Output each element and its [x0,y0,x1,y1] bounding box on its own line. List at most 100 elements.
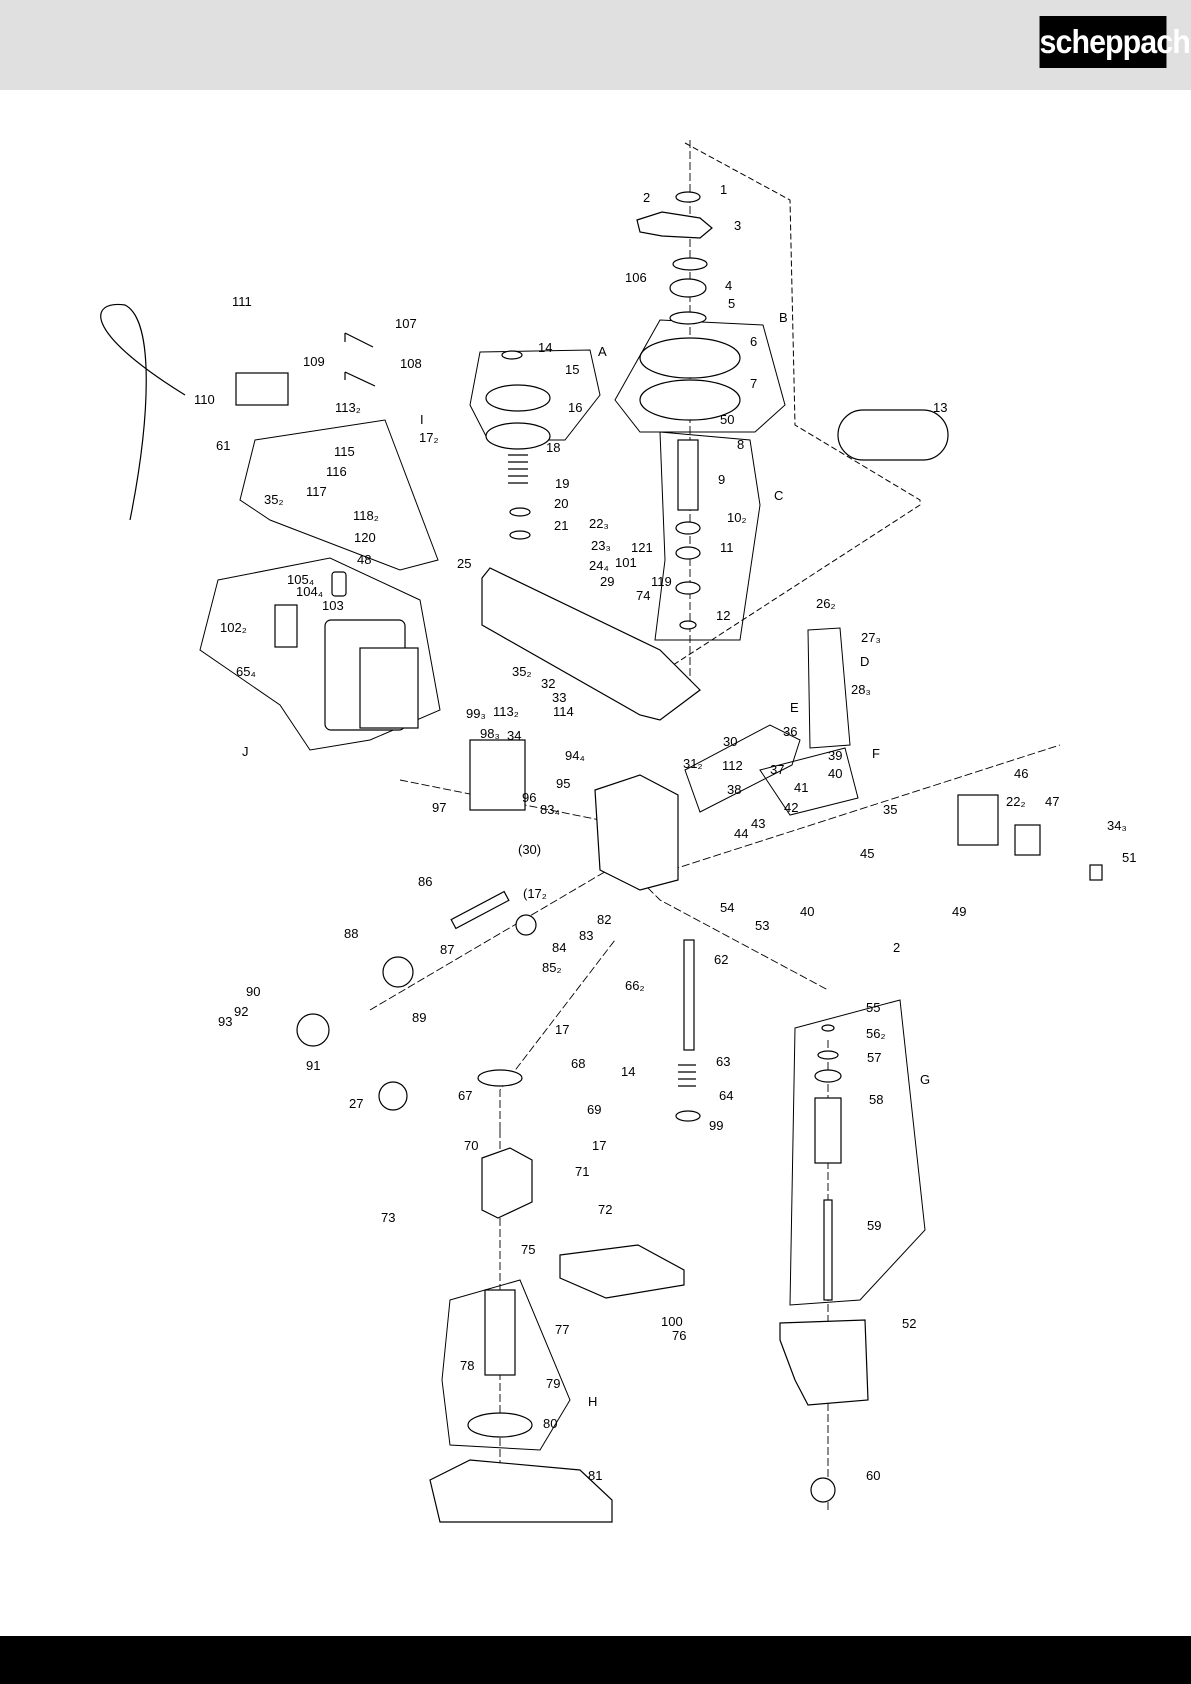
part-86-shaft [450,890,510,930]
group-A-outline [469,349,601,441]
part-label: 48 [357,552,371,567]
part-46-switch-box [957,794,999,846]
part-label: 17 [592,1138,606,1153]
part-label: 32 [541,676,555,691]
part-3-bracket [636,211,713,239]
part-label: 40 [800,904,814,919]
part-label: 69 [587,1102,601,1117]
part-label: G [920,1072,930,1087]
part-label: 31₂ [683,756,703,771]
group-I-outline [239,419,439,571]
part-label: 22₂ [1006,794,1026,809]
part-52-head [779,1319,869,1406]
part-label: 103 [322,598,344,613]
part-label: 99 [709,1118,723,1133]
part-88-hub [382,956,414,988]
part-label: 111 [232,294,252,309]
part-label: 50 [720,412,734,427]
part-label: 107 [395,316,417,331]
part-label: 52 [902,1316,916,1331]
part-label: 8 [737,437,744,452]
part-label: 33 [552,690,566,705]
part-label: 15 [565,362,579,377]
part-label: 59 [867,1218,881,1233]
scheppach-logo: scheppach [1039,16,1191,68]
part-25-belt-guard [481,567,701,721]
part-label: 4 [725,278,732,293]
part-label: 65₄ [236,664,256,679]
part-label: 72 [598,1202,612,1217]
part-label: 113₂ [335,400,361,415]
part-label: H [588,1394,597,1409]
part-4-bearing [669,278,707,298]
part-51-switch [1089,864,1103,881]
part-57-ring [814,1069,842,1083]
part-64-washer [675,1110,701,1122]
part-7-pulley [639,379,741,421]
part-label: 7 [750,376,757,391]
part-label: 34 [507,728,521,743]
part-label: (17₂ [523,886,547,901]
part-label: 97 [432,800,446,815]
part-label: 5 [728,296,735,311]
part-12-bearing [675,581,701,595]
part-11-bearing [675,546,701,560]
part-label: 49 [952,904,966,919]
part-label: 42 [784,800,798,815]
part-20-washer [509,507,531,517]
part-84-hub [515,914,537,936]
part-label: 77 [555,1322,569,1337]
part-106-ring [672,257,708,271]
part-label: 110 [194,392,215,407]
part-label: 39 [828,748,842,763]
part-label: 38 [727,782,741,797]
part-label: 40 [828,766,842,781]
group-D-outline [807,627,851,749]
part-108-wrench [344,371,376,387]
part-label: 47 [1045,794,1059,809]
part-label: A [598,344,607,359]
part-label: J [242,744,249,759]
axis-column-link [499,939,616,1130]
part-label: 34₃ [1107,818,1127,833]
part-label: 3 [734,218,741,233]
part-label: 62 [714,952,728,967]
part-label: 20 [554,496,568,511]
part-label: I [420,412,424,427]
part-110-cable [100,303,186,521]
part-21-washer [509,530,531,540]
part-label: 88 [344,926,358,941]
part-label: 41 [794,780,808,795]
part-12b-ring [679,620,697,630]
part-107-wrench [344,332,374,348]
part-102-box [274,604,298,648]
part-27-knob [378,1081,408,1111]
part-label: 54 [720,900,734,915]
part-label: 85₂ [542,960,562,975]
part-label: 109 [303,354,325,369]
part-label: 35₂ [264,492,284,507]
part-label: 13 [933,400,947,415]
part-label: 58 [869,1092,883,1107]
part-label: 28₃ [851,682,871,697]
part-label: 12 [716,608,730,623]
part-label: 99₃ [466,706,486,721]
part-70-table-arm [481,1147,533,1219]
part-label: 120 [354,530,376,545]
part-label: 23₃ [591,538,611,553]
part-95-head-housing [594,774,679,891]
axis-switch [639,744,1061,881]
part-label: 43 [751,816,765,831]
axis-frame-link [639,879,829,991]
part-label: 106 [625,270,647,285]
part-label: 22₃ [589,516,609,531]
part-label: 1 [720,182,727,197]
part-label: 6 [750,334,757,349]
part-56-bearing [817,1050,839,1060]
part-55-ring [821,1024,835,1032]
part-label: 84 [552,940,566,955]
part-90-hub [296,1013,330,1047]
part-16-pulley [485,422,551,450]
part-label: 61 [216,438,230,453]
part-label: 16 [568,400,582,415]
